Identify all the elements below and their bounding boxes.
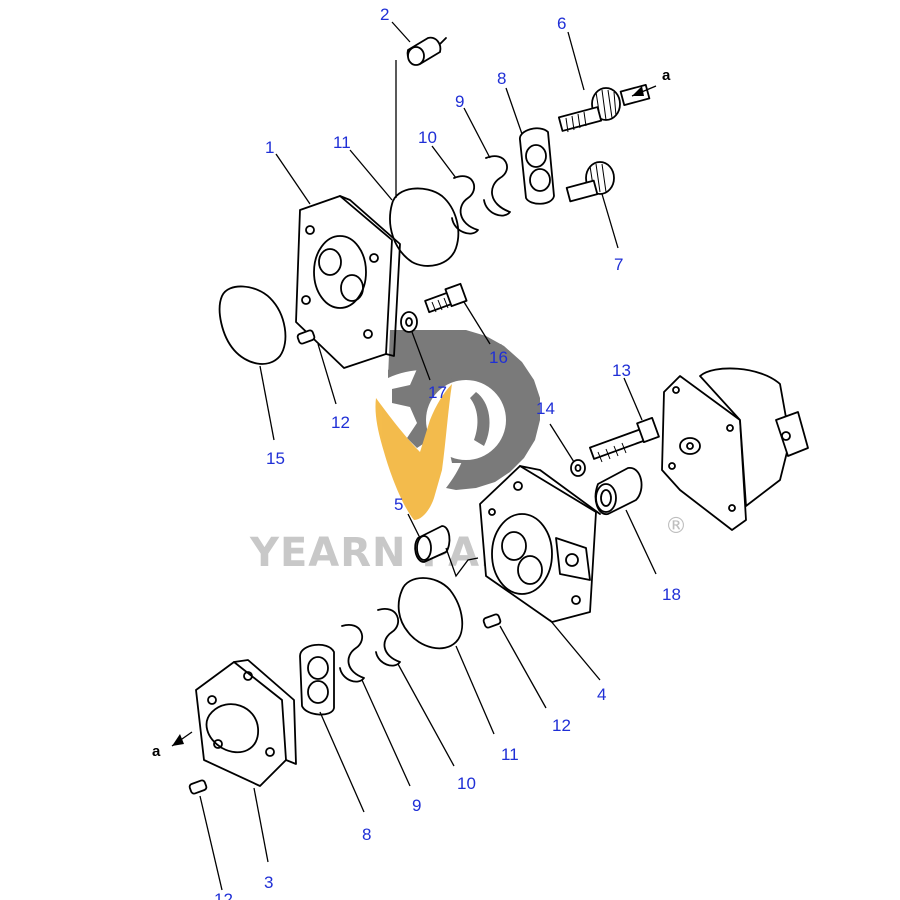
part-17-washer [400, 311, 418, 333]
direction-arrow-bottom: a [152, 731, 193, 760]
callout-1: 1 [265, 138, 274, 157]
callout-2: 2 [380, 5, 389, 24]
callout-12-upper: 12 [331, 413, 350, 432]
callout-12-middle: 12 [552, 716, 571, 735]
callout-17: 17 [428, 383, 447, 402]
callout-15: 15 [266, 449, 285, 468]
part-9-seal-upper [483, 155, 511, 217]
part-8-wear-plate-upper [519, 127, 555, 205]
callout-18: 18 [662, 585, 681, 604]
callout-14: 14 [536, 399, 555, 418]
part-8-wear-plate-lower [299, 643, 335, 716]
callout-3: 3 [264, 873, 273, 892]
arrow-label-top: a [662, 67, 671, 84]
part-14-washer [570, 459, 586, 477]
callout-labels: 2 6 8 9 10 11 1 7 16 17 12 15 13 14 5 18… [214, 5, 681, 900]
callout-12-lower: 12 [214, 890, 233, 900]
direction-arrow-top: a [631, 67, 671, 97]
callout-7: 7 [614, 255, 623, 274]
part-16-bolt [424, 282, 468, 314]
arrow-label-bottom: a [152, 743, 161, 760]
part-5-bushing [414, 525, 451, 563]
callout-16: 16 [489, 348, 508, 367]
part-13-bolt [589, 416, 660, 463]
callout-9-lower: 9 [412, 796, 421, 815]
callout-8-lower: 8 [362, 825, 371, 844]
part-7-driven-gear [565, 161, 615, 203]
callout-6: 6 [557, 14, 566, 33]
callout-9-upper: 9 [455, 92, 464, 111]
part-18-sleeve [594, 467, 643, 515]
leader-lines [199, 21, 657, 891]
part-11-gasket-upper [389, 187, 460, 267]
callout-13: 13 [612, 361, 631, 380]
part-11-gasket-lower [397, 577, 464, 650]
callout-8-upper: 8 [497, 69, 506, 88]
callout-11-upper: 11 [333, 133, 351, 152]
part-4-gear-body [479, 465, 601, 623]
part-1-flange-cover [295, 195, 401, 369]
callout-4: 4 [597, 685, 606, 704]
callout-5: 5 [394, 495, 403, 514]
part-10-backup-ring-lower [375, 608, 401, 667]
callout-11-lower: 11 [501, 745, 519, 764]
part-15-gasket [218, 285, 287, 365]
part-10-backup-ring-upper [451, 175, 479, 235]
part-12-dowel-pin-lower [188, 779, 208, 795]
part-12-dowel-pin-upper [296, 329, 316, 345]
registered-mark: ® [665, 514, 687, 539]
part-3-rear-cover [195, 659, 297, 787]
part-6-drive-gear [557, 83, 651, 133]
part-12-dowel-pin-middle [482, 613, 502, 629]
callout-10-lower: 10 [457, 774, 476, 793]
part-9-seal-lower [339, 624, 365, 683]
leaf-icon [375, 384, 452, 520]
callout-10-upper: 10 [418, 128, 437, 147]
pump-housing-rear [661, 367, 809, 531]
part-2-bushing [406, 36, 447, 66]
